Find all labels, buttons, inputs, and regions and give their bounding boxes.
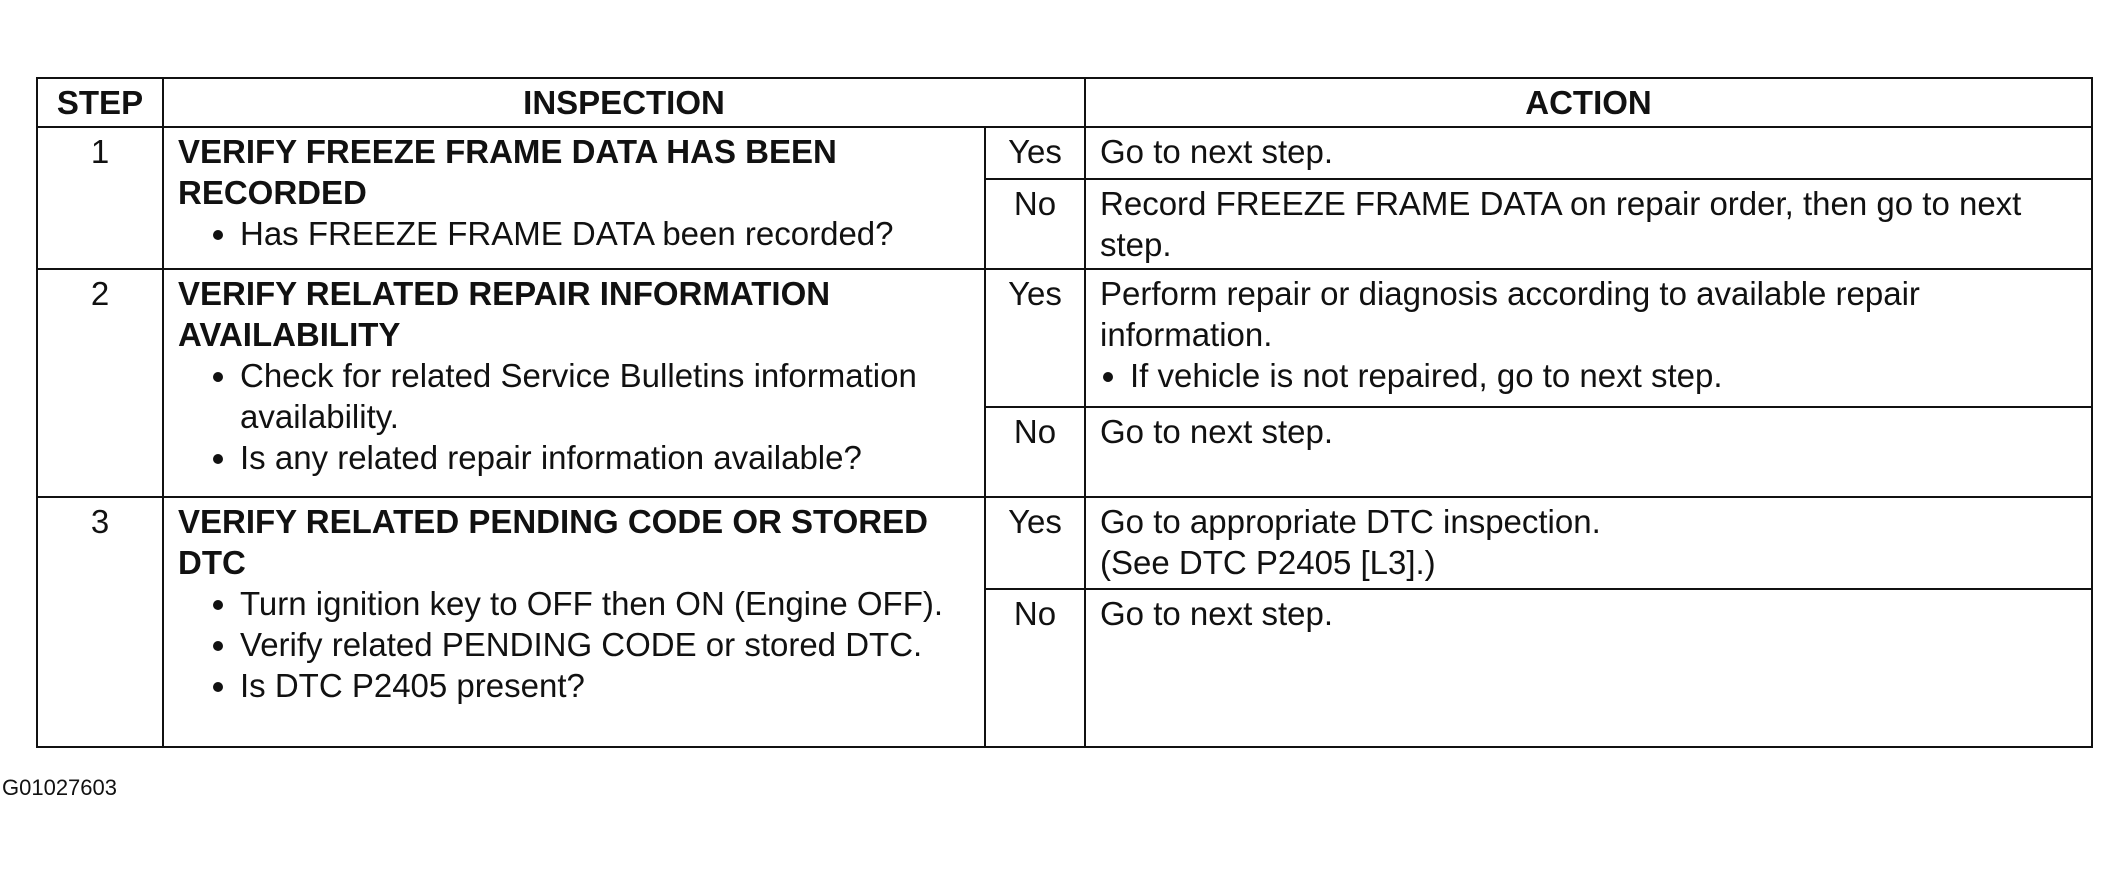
inspection-title: VERIFY RELATED PENDING CODE OR STORED DT…	[178, 503, 928, 581]
answer-yes: Yes	[983, 496, 1087, 590]
table-row-step-1-no: No Record FREEZE FRAME DATA on repair or…	[37, 178, 2094, 270]
action-cell: Go to next step.	[1084, 126, 2094, 180]
action-cell: Perform repair or diagnosis according to…	[1084, 268, 2094, 408]
header-inspection: INSPECTION	[161, 77, 1087, 128]
table-row-step-2-yes: 2 VERIFY RELATED REPAIR INFORMATION AVAI…	[36, 268, 2094, 498]
action-bullets: If vehicle is not repaired, go to next s…	[1100, 355, 2077, 396]
inspection-bullet: Is any related repair information availa…	[240, 437, 970, 478]
diagnostic-procedure-table: STEP INSPECTION ACTION 1 VERIFY FREEZE F…	[36, 77, 2094, 748]
inspection-bullets: Check for related Service Bulletins info…	[178, 355, 970, 478]
action-bullet: If vehicle is not repaired, go to next s…	[1130, 355, 2077, 396]
figure-id-label: G01027603	[2, 775, 117, 800]
step-number: 3	[36, 496, 164, 748]
answer-no: No	[983, 588, 1087, 748]
action-text: Go to next step.	[1100, 595, 1333, 632]
step-number: 2	[36, 268, 164, 498]
inspection-bullet: Check for related Service Bulletins info…	[240, 355, 970, 437]
inspection-cell: VERIFY RELATED REPAIR INFORMATION AVAILA…	[162, 268, 986, 498]
action-cell: Go to appropriate DTC inspection. (See D…	[1084, 496, 2094, 590]
action-cell: Go to next step.	[1084, 406, 2094, 498]
action-text: (See DTC P2405 [L3].)	[1100, 544, 1436, 581]
inspection-cell: VERIFY FREEZE FRAME DATA HAS BEEN RECORD…	[162, 126, 986, 270]
answer-yes: Yes	[983, 268, 1087, 408]
inspection-cell: VERIFY RELATED PENDING CODE OR STORED DT…	[162, 496, 986, 748]
table-row-step-3-yes: 3 VERIFY RELATED PENDING CODE OR STORED …	[36, 496, 2094, 748]
action-text: Go to next step.	[1100, 133, 1333, 170]
answer-no: No	[983, 406, 1087, 498]
table-row-step-1-yes: 1 VERIFY FREEZE FRAME DATA HAS BEEN RECO…	[36, 126, 2094, 270]
header-action: ACTION	[1084, 77, 2094, 128]
header-step: STEP	[36, 77, 164, 128]
inspection-title: VERIFY RELATED REPAIR INFORMATION AVAILA…	[178, 275, 831, 353]
inspection-bullets: Turn ignition key to OFF then ON (Engine…	[178, 583, 970, 706]
table-header-row: STEP INSPECTION ACTION	[36, 77, 2094, 128]
inspection-bullet: Has FREEZE FRAME DATA been recorded?	[240, 213, 970, 254]
action-cell: Record FREEZE FRAME DATA on repair order…	[1084, 178, 2094, 270]
answer-no: No	[983, 178, 1087, 270]
inspection-title: VERIFY FREEZE FRAME DATA HAS BEEN RECORD…	[178, 133, 837, 211]
action-text: Go to next step.	[1100, 413, 1333, 450]
inspection-bullet: Is DTC P2405 present?	[240, 665, 970, 706]
inspection-bullet: Turn ignition key to OFF then ON (Engine…	[240, 583, 970, 624]
step-number: 1	[36, 126, 164, 270]
inspection-bullets: Has FREEZE FRAME DATA been recorded?	[178, 213, 970, 254]
table-row-step-2-no: No Go to next step.	[37, 406, 2094, 498]
action-text: Record FREEZE FRAME DATA on repair order…	[1100, 185, 2022, 263]
action-text: Go to appropriate DTC inspection.	[1100, 503, 1601, 540]
action-cell: Go to next step.	[1084, 588, 2094, 748]
answer-yes: Yes	[983, 126, 1087, 180]
inspection-bullet: Verify related PENDING CODE or stored DT…	[240, 624, 970, 665]
action-text: Perform repair or diagnosis according to…	[1100, 275, 1920, 353]
table-row-step-3-no: No Go to next step.	[37, 588, 2094, 748]
